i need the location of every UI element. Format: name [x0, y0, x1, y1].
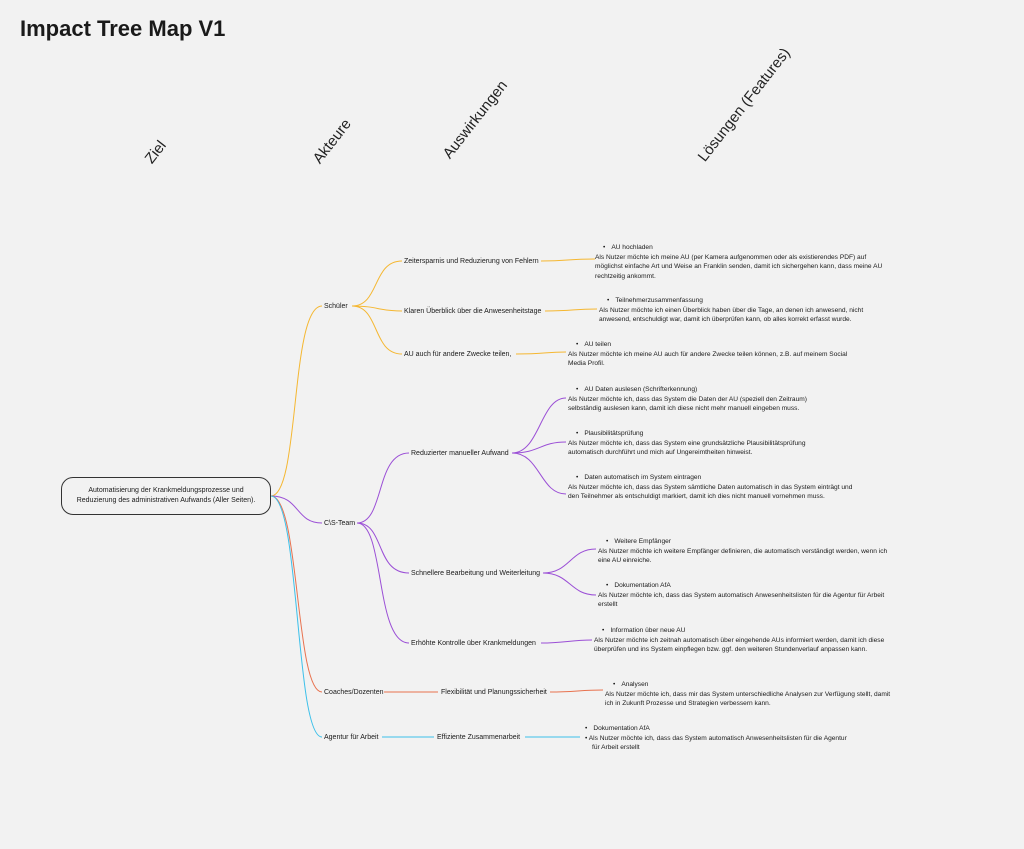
feature-title: Dokumentation AfA — [598, 581, 888, 591]
link-schueler-i3 — [351, 305, 403, 355]
feature-description: • Als Nutzer möchte ich, dass das System… — [585, 734, 847, 752]
feature-weitere-empfaenger[interactable]: Weitere Empfänger Als Nutzer möchte ich … — [598, 537, 888, 566]
link-root-schueler — [270, 305, 323, 497]
link-team-i5 — [356, 522, 410, 574]
link-i5-f7 — [542, 548, 597, 574]
feature-title: Weitere Empfänger — [598, 537, 888, 547]
actor-schueler[interactable]: Schüler — [324, 303, 348, 310]
feature-information-neue-au[interactable]: Information über neue AU Als Nutzer möch… — [594, 626, 889, 655]
impact-ueberblick[interactable]: Klaren Überblick über die Anwesenheitsta… — [404, 308, 542, 315]
impact-flexibilitaet[interactable]: Flexibilität und Planungssicherheit — [441, 689, 547, 696]
feature-description: Als Nutzer möchte ich, dass das System e… — [568, 439, 806, 457]
feature-description: Als Nutzer möchte ich, dass das System a… — [598, 591, 885, 609]
actor-team[interactable]: C\S-Team — [324, 520, 356, 527]
impact-zeitersparnis[interactable]: Zeitersparnis und Reduzierung von Fehler… — [404, 258, 539, 265]
root-goal-line2: Reduzierung des administrativen Aufwands… — [76, 497, 256, 504]
impact-kontrolle[interactable]: Erhöhte Kontrolle über Krankmeldungen — [411, 640, 536, 647]
impact-zusammenarbeit[interactable]: Effiziente Zusammenarbeit — [437, 734, 521, 741]
feature-description: Als Nutzer möchte ich weitere Empfänger … — [598, 547, 888, 565]
link-root-coaches — [270, 495, 323, 693]
impact-reduzierter-aufwand[interactable]: Reduzierter manueller Aufwand — [411, 450, 509, 457]
link-team-i6 — [356, 522, 410, 644]
feature-title: AU Daten auslesen (Schrifterkennung) — [568, 385, 833, 395]
page-title: Impact Tree Map V1 — [20, 16, 226, 41]
feature-description: Als Nutzer möchte ich, dass das System s… — [568, 483, 853, 501]
actor-coaches[interactable]: Coaches/Dozenten — [324, 689, 384, 696]
impact-schnellere-bearbeitung[interactable]: Schnellere Bearbeitung und Weiterleitung — [411, 570, 541, 577]
link-root-team — [270, 495, 323, 524]
feature-description: Als Nutzer möchte ich meine AU auch für … — [568, 350, 848, 368]
feature-dokumentation-afa[interactable]: Dokumentation AfA Als Nutzer möchte ich,… — [598, 581, 888, 610]
feature-dokumentation-afa-agentur[interactable]: Dokumentation AfA • Als Nutzer möchte ic… — [585, 724, 850, 753]
feature-title: Plausibilitätsprüfung — [568, 429, 833, 439]
impact-au-teilen[interactable]: AU auch für andere Zwecke teilen, — [404, 351, 512, 358]
link-i3-f3 — [515, 351, 567, 355]
feature-title: Dokumentation AfA — [585, 724, 850, 734]
link-team-i4 — [356, 452, 410, 524]
link-schueler-i2 — [351, 305, 403, 312]
feature-plausibilitaetspruefung[interactable]: Plausibilitätsprüfung Als Nutzer möchte … — [568, 429, 833, 458]
feature-analysen[interactable]: Analysen Als Nutzer möchte ich, dass mir… — [605, 680, 895, 709]
feature-title: AU teilen — [568, 340, 858, 350]
feature-description: Als Nutzer möchte ich, dass mir das Syst… — [605, 690, 891, 708]
feature-teilnehmerzusammenfassung[interactable]: Teilnehmerzusammenfassung Als Nutzer möc… — [599, 296, 889, 325]
root-goal-line1: Automatisierung der Krankmeldungsprozess… — [88, 487, 244, 494]
feature-title: Daten automatisch im System eintragen — [568, 473, 863, 483]
link-i4-f4 — [511, 397, 567, 454]
feature-title: Information über neue AU — [594, 626, 889, 636]
feature-au-teilen[interactable]: AU teilen Als Nutzer möchte ich meine AU… — [568, 340, 858, 369]
link-i1-f1 — [540, 258, 596, 262]
feature-description: Als Nutzer möchte ich, dass das System d… — [568, 395, 807, 413]
feature-au-daten-auslesen[interactable]: AU Daten auslesen (Schrifterkennung) Als… — [568, 385, 833, 414]
feature-daten-eintragen[interactable]: Daten automatisch im System eintragen Al… — [568, 473, 863, 502]
link-root-agentur — [270, 495, 323, 738]
link-i7-f10 — [549, 689, 604, 693]
feature-title: Analysen — [605, 680, 895, 690]
feature-description: Als Nutzer möchte ich zeitnah automatisc… — [594, 636, 885, 654]
feature-title: Teilnehmerzusammenfassung — [599, 296, 889, 306]
feature-title: AU hochladen — [595, 243, 895, 253]
feature-description: Als Nutzer möchte ich einen Überblick ha… — [599, 306, 864, 324]
link-i5-f8 — [542, 572, 597, 596]
feature-description: Als Nutzer möchte ich meine AU (per Kame… — [595, 253, 883, 280]
root-goal-node[interactable]: Automatisierung der Krankmeldungsprozess… — [61, 477, 271, 515]
link-i2-f2 — [544, 308, 598, 312]
link-i4-f6 — [511, 452, 567, 495]
feature-au-hochladen[interactable]: AU hochladen Als Nutzer möchte ich meine… — [595, 243, 895, 281]
link-schueler-i1 — [351, 260, 403, 307]
link-i4-f5 — [511, 441, 567, 454]
link-i6-f9 — [540, 639, 593, 644]
actor-agentur[interactable]: Agentur für Arbeit — [324, 734, 379, 741]
